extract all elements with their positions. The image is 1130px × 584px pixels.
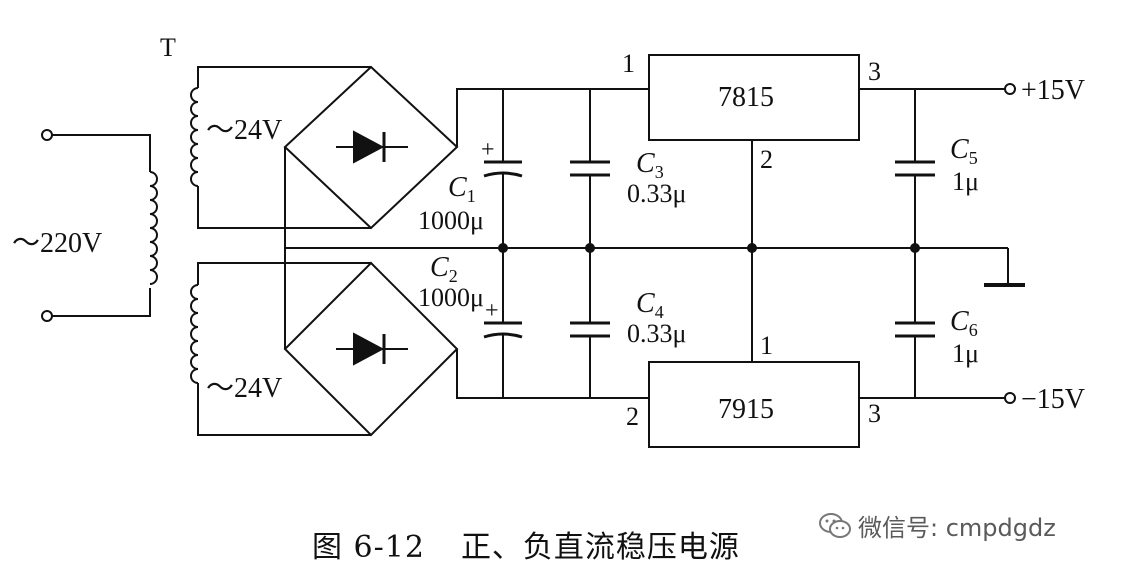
positive-output-terminal: [1004, 83, 1016, 95]
regulator-7915-pin-in: 2: [626, 402, 639, 431]
c6-value: 1μ: [952, 339, 979, 368]
capacitor-c2-symbol: [483, 248, 523, 398]
wechat-icon: [819, 512, 851, 538]
c1-label: C1: [448, 172, 476, 206]
lower-secondary-winding: [190, 284, 199, 384]
c1-polarity: +: [481, 137, 495, 163]
c4-value: 0.33μ: [627, 319, 686, 348]
watermark-text: 微信号: cmpdgdz: [858, 514, 1056, 542]
c3-label: C3: [636, 148, 664, 182]
capacitor-c4-symbol: [570, 248, 610, 398]
regulator-7815-pin-out: 3: [868, 57, 881, 86]
regulator-7915: [648, 361, 860, 448]
regulator-7815: [648, 54, 860, 141]
c2-subscript: 2: [449, 266, 458, 286]
junction-dots: [498, 243, 920, 253]
transformer-label: T: [160, 33, 176, 62]
c2-label: C2: [430, 252, 458, 286]
regulator-7915-pin-out: 3: [868, 399, 881, 428]
lower-bridge-diode-symbol: [336, 332, 408, 366]
regulator-7915-part: 7915: [718, 394, 774, 425]
c1-value: 1000μ: [418, 206, 484, 235]
upper-bridge-rectifier: [283, 65, 459, 230]
upper-bridge-diode-symbol: [336, 130, 408, 164]
c5-label: C5: [950, 134, 978, 168]
c6-label: C6: [950, 306, 978, 340]
upper-secondary-winding: [190, 87, 199, 187]
figure-title: 正、负直流稳压电源: [460, 530, 740, 565]
c5-subscript: 5: [969, 148, 978, 168]
input-voltage-label: ～220V: [12, 228, 102, 259]
regulator-7815-part: 7815: [718, 82, 774, 113]
regulator-7915-pin-gnd: 1: [760, 331, 773, 360]
ground-symbol: [984, 248, 1025, 287]
regulator-7815-pin-gnd: 2: [760, 145, 773, 174]
lower-secondary-voltage-label: ～24V: [206, 373, 282, 404]
c6-subscript: 6: [969, 320, 978, 340]
negative-output-label: −15V: [1021, 384, 1085, 415]
positive-output-label: +15V: [1021, 75, 1085, 106]
capacitor-c3-symbol: [570, 89, 610, 248]
c2-polarity: +: [485, 298, 499, 324]
wechat-watermark: 微信号: cmpdgdz: [818, 508, 1056, 543]
capacitor-c5-symbol: [895, 89, 935, 248]
c1-subscript: 1: [467, 186, 476, 206]
regulator-7815-pin-in: 1: [622, 49, 635, 78]
c2-value: 1000μ: [418, 283, 484, 312]
input-terminals: [41, 129, 151, 322]
c3-value: 0.33μ: [627, 179, 686, 208]
upper-secondary-voltage-label: ～24V: [206, 115, 282, 146]
capacitor-c6-symbol: [895, 248, 935, 398]
c4-subscript: 4: [655, 302, 664, 322]
c4-label: C4: [636, 288, 664, 322]
lower-bridge-rectifier: [283, 261, 459, 437]
primary-winding: [149, 171, 158, 285]
c3-subscript: 3: [655, 162, 664, 182]
figure-caption: 图 6-12 正、负直流稳压电源: [312, 522, 740, 566]
capacitor-c1-symbol: [483, 89, 523, 248]
figure-number: 图 6-12: [312, 530, 425, 565]
c5-value: 1μ: [952, 167, 979, 196]
negative-output-terminal: [1004, 392, 1016, 404]
